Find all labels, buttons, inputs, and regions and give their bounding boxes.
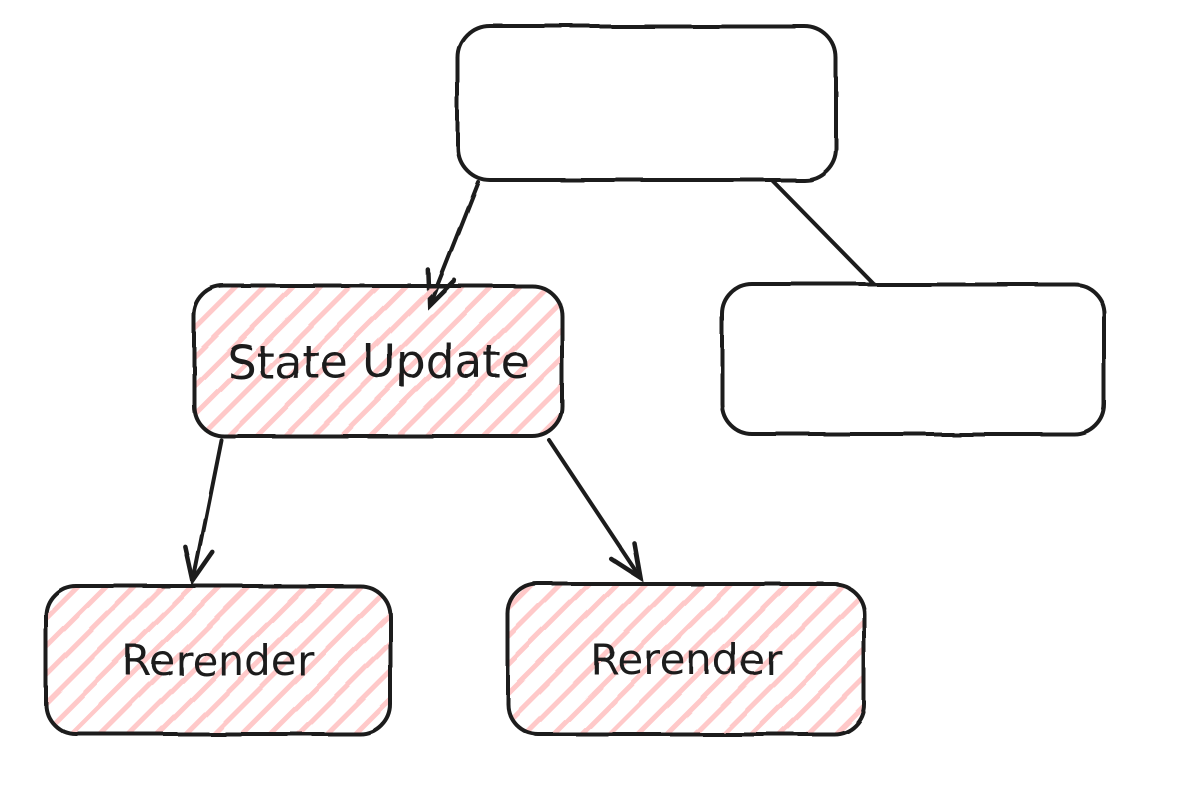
node-sibling-shape[interactable] (720, 282, 1106, 436)
node-state-update-label: State Update (227, 335, 530, 389)
node-rerender-mid-shape[interactable] (506, 582, 866, 736)
node-root-shape[interactable] (456, 24, 838, 182)
node-rerender-left[interactable]: Rerender (44, 584, 392, 736)
node-rerender-mid-label: Rerender (590, 635, 782, 684)
node-rerender-mid[interactable]: Rerender (506, 582, 866, 736)
edge-state-update-to-rerender-mid[interactable] (547, 438, 644, 583)
node-root[interactable] (456, 24, 838, 182)
node-state-update-shape[interactable] (192, 284, 564, 438)
node-rerender-left-shape[interactable] (44, 584, 392, 736)
edge-state-update-to-rerender-left[interactable] (183, 438, 223, 587)
node-sibling[interactable] (720, 282, 1106, 436)
node-rerender-left-label: Rerender (122, 636, 314, 685)
edge-root-to-state-update[interactable] (426, 180, 480, 311)
node-state-update[interactable]: State Update (192, 284, 564, 438)
